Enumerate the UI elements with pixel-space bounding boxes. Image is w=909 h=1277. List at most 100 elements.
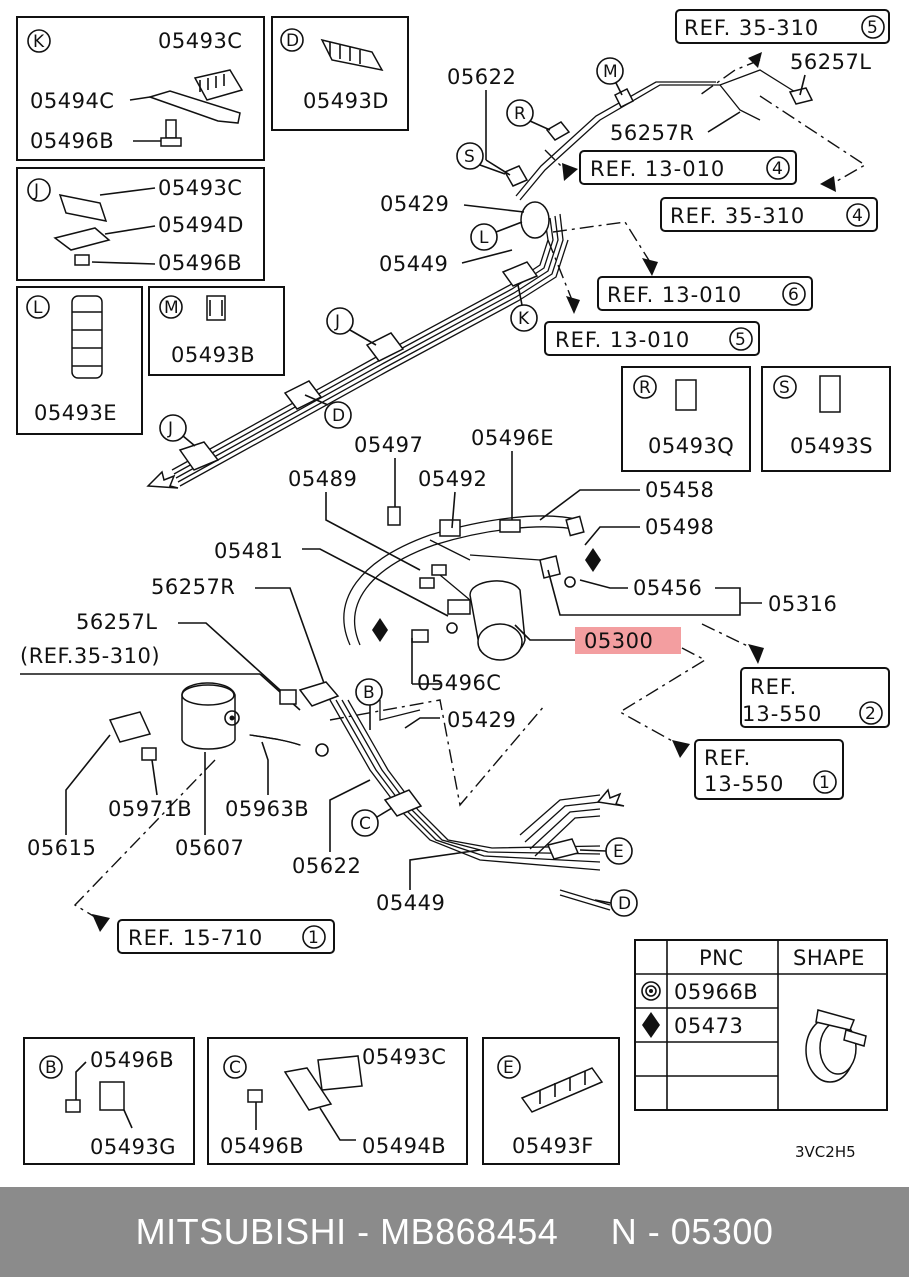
bolt-icon xyxy=(411,629,429,643)
key-circle-d: D xyxy=(304,394,352,429)
part-label: 05449 xyxy=(376,891,445,915)
inset-box-e: E 05493F xyxy=(482,1037,620,1165)
direction-arrow-icon xyxy=(596,788,625,807)
svg-text:E: E xyxy=(613,842,624,862)
ref-box: REF. 15-710 1 xyxy=(117,919,335,954)
ref-box: REF. 13-010 6 xyxy=(597,276,813,311)
part-label: 05496E xyxy=(471,426,554,450)
parts-diagram: K 05493C 05494C 05496B D 05493D J xyxy=(16,9,891,1165)
key-circle-r: R xyxy=(506,99,551,131)
ref-box: REF. 13-550 2 xyxy=(740,667,890,728)
diamond-marker-icon xyxy=(585,548,601,572)
clamp-icon xyxy=(178,441,220,471)
part-label: 56257L xyxy=(790,50,872,74)
ref-box: REF. 13-010 5 xyxy=(544,321,760,356)
svg-text:4: 4 xyxy=(772,159,783,179)
part-label: 05493F xyxy=(512,1134,594,1158)
clip-icon xyxy=(206,295,226,321)
key-circle-k: K xyxy=(510,284,538,332)
part-label: 56257R xyxy=(610,121,694,145)
svg-text:REF. 35-310: REF. 35-310 xyxy=(684,16,819,40)
clamp-icon xyxy=(383,789,423,817)
key-circle-l: L xyxy=(470,221,523,251)
ref-box: REF. 13-010 4 xyxy=(579,150,797,185)
part-label: 05496B xyxy=(90,1048,174,1072)
diamond-marker-icon xyxy=(372,618,388,642)
svg-text:5: 5 xyxy=(735,330,746,350)
part-label: 05615 xyxy=(27,836,96,860)
part-label: 05622 xyxy=(292,854,361,878)
ref-box: REF. 13-550 1 xyxy=(694,739,844,800)
circle-dot-marker-icon xyxy=(224,710,240,726)
bolt-icon xyxy=(133,119,182,147)
direction-arrow-icon xyxy=(146,470,179,489)
lower-pipe-assembly xyxy=(279,539,625,911)
clamp-icon xyxy=(365,332,405,362)
svg-text:D: D xyxy=(332,406,345,426)
inset-key: J xyxy=(33,181,39,201)
part-label: 05489 xyxy=(288,467,357,491)
clip-icon xyxy=(99,1081,125,1111)
bracket-icon xyxy=(108,711,152,743)
part-label: 05494B xyxy=(362,1134,446,1158)
svg-text:4: 4 xyxy=(852,206,863,226)
svg-text:6: 6 xyxy=(788,285,799,305)
key-circle-c: C xyxy=(351,807,393,837)
svg-text:R: R xyxy=(514,104,526,124)
key-circle-e: E xyxy=(579,837,633,865)
bolt-icon xyxy=(247,1089,263,1103)
clamp-icon xyxy=(283,380,323,410)
inset-box-r: R 05493Q xyxy=(621,366,751,472)
o-ring-icon xyxy=(564,576,576,588)
clip-icon xyxy=(317,1055,363,1091)
svg-text:REF.: REF. xyxy=(704,746,751,770)
key-circle-m: M xyxy=(596,57,624,96)
part-label: 05456 xyxy=(633,576,702,600)
inset-key: R xyxy=(639,378,651,398)
ref-box: REF. 35-310 5 xyxy=(675,9,890,44)
bolt-icon xyxy=(65,1099,81,1113)
clip-icon xyxy=(520,1067,604,1113)
part-label: 05494C xyxy=(30,89,114,113)
svg-text:C: C xyxy=(359,814,371,834)
bracket-icon xyxy=(283,1067,333,1111)
part-label: 05458 xyxy=(645,478,714,502)
clamp-icon xyxy=(501,261,539,287)
part-label: 05493C xyxy=(158,29,242,53)
svg-text:1: 1 xyxy=(819,773,830,793)
lower-left-parts xyxy=(108,682,329,761)
part-label: 05497 xyxy=(354,433,423,457)
part-label: 05449 xyxy=(379,252,448,276)
inset-box-c: C 05493C 05496B 05494B xyxy=(207,1037,468,1165)
inset-key: E xyxy=(503,1058,514,1078)
part-label: 05493S xyxy=(790,434,873,458)
part-label: (REF.35-310) xyxy=(20,644,160,668)
part-label: 05493C xyxy=(158,176,242,200)
inset-key: M xyxy=(164,298,179,318)
upper-pipe-assembly xyxy=(146,69,814,489)
part-label: 05316 xyxy=(768,592,837,616)
part-label: 05493E xyxy=(34,401,117,425)
legend-pnc: 05966B xyxy=(674,980,758,1004)
pump-assembly xyxy=(343,506,601,661)
clip-icon xyxy=(58,187,156,222)
clamp-icon xyxy=(613,87,635,109)
bracket-icon xyxy=(53,225,156,251)
svg-text:J: J xyxy=(334,312,340,332)
part-label: 05493Q xyxy=(648,434,734,458)
drawing-code: 3VC2H5 xyxy=(795,1143,856,1161)
part-label: 05493D xyxy=(303,89,389,113)
clamp-icon xyxy=(545,121,571,141)
legend-pnc: 05473 xyxy=(674,1014,743,1038)
inset-key: K xyxy=(33,32,45,52)
part-label: 56257R xyxy=(151,575,235,599)
svg-text:1: 1 xyxy=(308,928,319,948)
clip-icon xyxy=(819,375,841,413)
inset-key: D xyxy=(286,31,299,51)
svg-text:REF.: REF. xyxy=(750,675,797,699)
svg-text:2: 2 xyxy=(865,704,876,724)
inset-box-d: D 05493D xyxy=(271,16,409,131)
svg-text:REF. 13-010: REF. 13-010 xyxy=(607,283,742,307)
inset-box-l: L 05493E xyxy=(16,286,143,435)
clamp-icon xyxy=(503,165,529,187)
